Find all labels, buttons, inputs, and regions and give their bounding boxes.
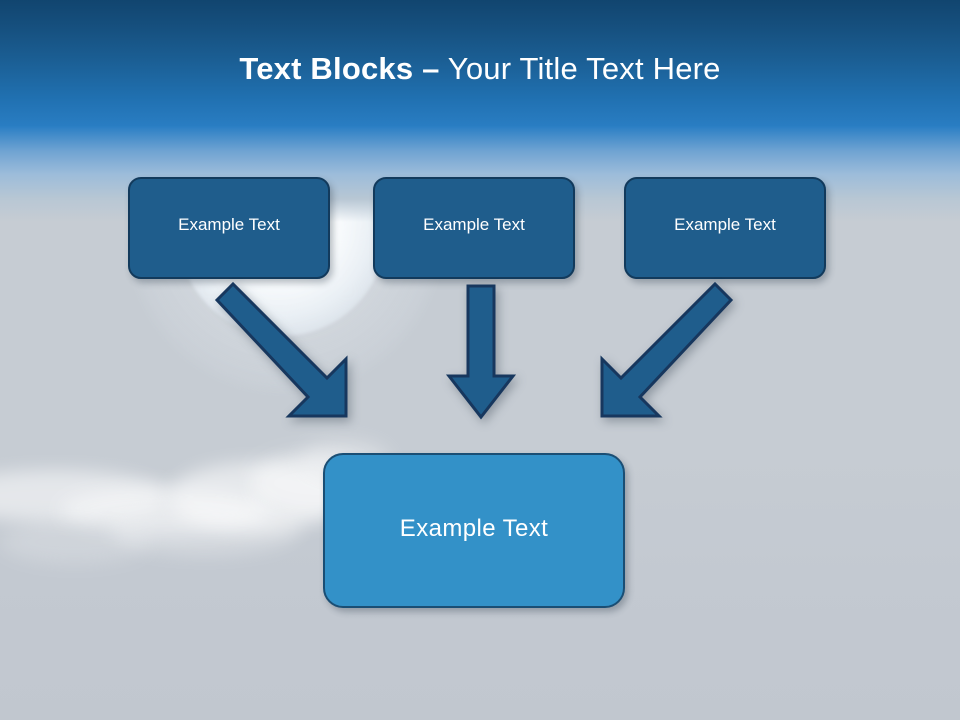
text-block-1-label: Example Text (178, 215, 280, 234)
page-title-bold: Text Blocks – (239, 51, 440, 86)
title-banner (0, 0, 960, 128)
text-block-2-label: Example Text (423, 215, 525, 234)
arrow-down-left-icon (583, 281, 734, 422)
page-title-regular: Your Title Text Here (439, 51, 721, 86)
arrow-down-right-icon (214, 281, 365, 422)
text-block-3[interactable]: Example Text (624, 177, 826, 279)
cloud-shape (168, 462, 343, 532)
text-block-result-label: Example Text (399, 514, 549, 542)
page-title: Text Blocks – Your Title Text Here (0, 50, 960, 88)
text-block-2[interactable]: Example Text (373, 177, 575, 279)
text-block-1[interactable]: Example Text (128, 177, 330, 279)
cloud-shape (0, 520, 150, 564)
cloud-shape (110, 505, 300, 555)
text-block-result[interactable]: Example Text (323, 453, 625, 608)
arrow-down-icon (445, 284, 517, 420)
text-block-3-label: Example Text (674, 215, 776, 234)
